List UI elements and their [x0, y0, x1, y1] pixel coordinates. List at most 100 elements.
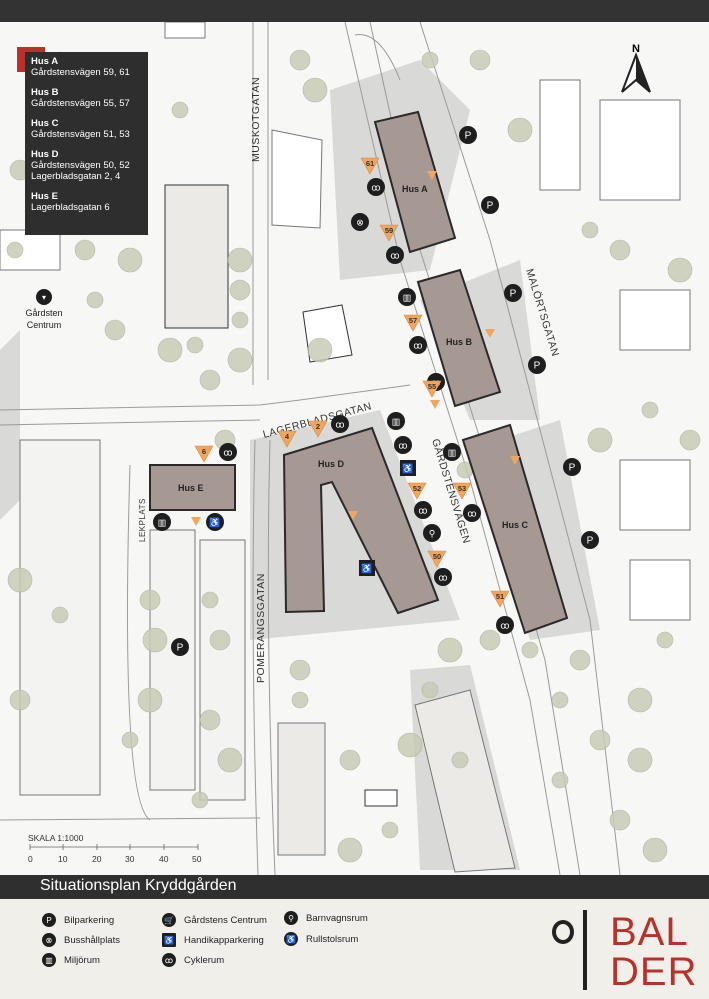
building-hus-c[interactable] — [461, 423, 569, 635]
tree — [339, 749, 361, 771]
trash-icon — [443, 443, 461, 461]
parking-marker[interactable]: P — [528, 356, 546, 374]
legend-label: Miljörum — [64, 954, 100, 966]
tree — [421, 681, 439, 699]
tree — [229, 279, 251, 301]
tree — [627, 747, 653, 773]
scale-label: SKALA 1:1000 — [28, 833, 84, 843]
bicycle-marker[interactable]: ꝏ — [409, 336, 427, 354]
street-muskotgatan: MUSKOTGATAN — [250, 77, 262, 162]
label-hus-e: Hus E — [178, 483, 204, 493]
bus-stop-icon: ⊗ — [42, 933, 56, 947]
entrance-marker — [191, 517, 201, 526]
tree — [9, 689, 31, 711]
trash-icon — [153, 513, 171, 531]
label-lekplats: LEKPLATS — [138, 498, 147, 542]
tree — [186, 336, 204, 354]
other-buildings — [0, 22, 691, 873]
parking-marker[interactable]: P — [481, 196, 499, 214]
entrance-marker — [430, 400, 440, 409]
site-map: Hus A Hus B Hus C Hus D Hus E MUSKOTGATA… — [0, 22, 709, 875]
entrance-marker: 53 — [452, 482, 472, 500]
tree — [121, 731, 139, 749]
scale-tick: 0 — [28, 854, 33, 864]
bicycle-marker[interactable]: ꝏ — [463, 504, 481, 522]
parking-marker[interactable]: P — [504, 284, 522, 302]
wheelchair-icon — [206, 513, 224, 531]
building-hus-d[interactable] — [282, 426, 440, 615]
trash-marker[interactable]: ▥ — [398, 288, 416, 306]
parking-marker[interactable]: P — [459, 126, 477, 144]
parking-marker[interactable]: P — [171, 638, 189, 656]
svg-text:ꝏ: ꝏ — [371, 183, 380, 193]
trash-marker[interactable]: ▥ — [387, 412, 405, 430]
tree — [469, 49, 491, 71]
bicycle-marker[interactable]: ꝏ — [386, 246, 404, 264]
svg-text:55: 55 — [428, 382, 436, 391]
wheelchair-marker[interactable]: ♿ — [400, 460, 416, 476]
tree — [337, 837, 363, 863]
bicycle-marker[interactable]: ꝏ — [394, 436, 412, 454]
north-arrow-icon: N — [621, 43, 651, 93]
parking-icon — [528, 356, 546, 374]
bicycle-icon — [331, 415, 349, 433]
bus-stop-marker[interactable]: ⊗ — [351, 213, 369, 231]
shopping-cart-icon: 🛒 — [162, 913, 176, 927]
centrum-label-1: Gårdsten — [25, 308, 62, 318]
entrance-marker — [485, 329, 495, 338]
svg-text:P: P — [569, 463, 576, 474]
entrance-marker — [427, 171, 437, 180]
building-hus-e[interactable] — [149, 464, 236, 511]
bicycle-marker[interactable]: ꝏ — [331, 415, 349, 433]
svg-text:▾: ▾ — [42, 293, 46, 302]
tree — [51, 606, 69, 624]
svg-text:ꝏ: ꝏ — [438, 573, 447, 583]
bicycle-marker[interactable]: ꝏ — [367, 178, 385, 196]
house-name: Hus B — [31, 87, 59, 98]
tree — [171, 101, 189, 119]
bicycle-marker[interactable]: ꝏ — [414, 501, 432, 519]
wheelchair-marker[interactable]: ♿ — [359, 560, 375, 576]
svg-text:57: 57 — [409, 316, 417, 325]
tree — [451, 751, 469, 769]
tree — [507, 117, 533, 143]
shopping-cart-icon — [36, 289, 52, 305]
trees — [6, 49, 701, 863]
tree — [117, 247, 143, 273]
legend-label: Handikapparkering — [184, 934, 264, 946]
bicycle-icon — [414, 501, 432, 519]
wheelchair-icon — [359, 560, 375, 576]
svg-text:ꝏ: ꝏ — [223, 448, 232, 458]
tree — [381, 821, 399, 839]
bicycle-marker[interactable]: ꝏ — [219, 443, 237, 461]
tree — [74, 239, 96, 261]
trash-icon — [387, 412, 405, 430]
parking-icon — [563, 458, 581, 476]
entrance-marker: 52 — [407, 482, 427, 500]
entrance-marker — [510, 456, 520, 465]
building-hus-a[interactable] — [373, 110, 457, 254]
trash-marker[interactable]: ▥ — [153, 513, 171, 531]
bicycle-icon — [463, 504, 481, 522]
label-hus-d: Hus D — [318, 459, 345, 469]
bicycle-marker[interactable]: ꝏ — [434, 568, 452, 586]
stroller-marker[interactable]: ⚲ — [423, 524, 441, 542]
tree — [587, 427, 613, 453]
bus-stop-icon — [351, 213, 369, 231]
parking-marker[interactable]: P — [563, 458, 581, 476]
gardsten-centrum-marker[interactable]: ▾ Gårdsten Centrum — [25, 289, 63, 330]
building-hus-b[interactable] — [416, 268, 502, 408]
legend-item-handicap-parking: ♿Handikapparkering — [162, 933, 264, 947]
entrance-marker: 61 — [360, 157, 380, 175]
house-name: Hus C — [31, 118, 59, 129]
trash-marker[interactable]: ▥ — [443, 443, 461, 461]
scale-tick: 10 — [58, 854, 68, 864]
wheelchair-marker[interactable]: ♿ — [206, 513, 224, 531]
tree — [137, 687, 163, 713]
entrance-marker: 4 — [277, 430, 297, 448]
bicycle-marker[interactable]: ꝏ — [496, 616, 514, 634]
svg-text:N: N — [632, 43, 640, 55]
parking-marker[interactable]: P — [581, 531, 599, 549]
label-hus-b: Hus B — [446, 337, 473, 347]
